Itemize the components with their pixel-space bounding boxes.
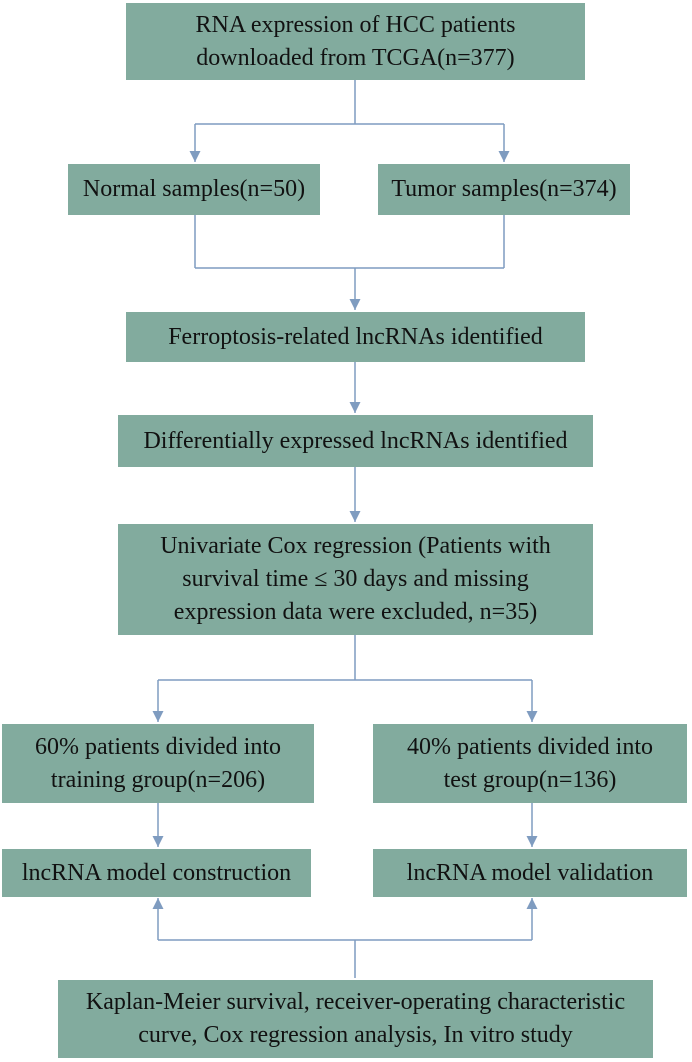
box-training-line1: 60% patients divided into [35,733,281,760]
box-cox-line2: survival time ≤ 30 days and missing [182,566,529,592]
box-tumor-samples: Tumor samples(n=374) [378,164,630,215]
connector-tcga-split [195,80,504,125]
box-model-validation: lncRNA model validation [373,849,687,897]
box-analysis-line2: curve, Cox regression analysis, In vitro… [138,1022,573,1048]
box-test-line1: 40% patients divided into [407,733,653,760]
box-normal-samples-label: Normal samples(n=50) [82,176,306,202]
box-tcga-line2: downloaded from TCGA(n=377) [196,44,515,71]
box-cox-line1: Univariate Cox regression (Patients with [160,533,551,559]
box-ferroptosis-label: Ferroptosis-related lncRNAs identified [168,323,543,350]
box-cox-regression: Univariate Cox regression (Patients with… [118,524,593,635]
connector-analysis-feedback [158,939,532,978]
box-model-construction-label: lncRNA model construction [21,859,292,886]
box-normal-samples: Normal samples(n=50) [68,164,320,215]
box-training-group: 60% patients divided into training group… [2,724,314,803]
connector-cox-split [158,635,532,681]
box-test-group: 40% patients divided into test group(n=1… [373,724,687,803]
box-analysis-line1: Kaplan-Meier survival, receiver-operatin… [85,989,626,1015]
box-training-line2: training group(n=206) [50,766,266,793]
box-model-construction: lncRNA model construction [2,849,311,897]
box-differential-label: Differentially expressed lncRNAs identif… [143,427,568,454]
box-test-line2: test group(n=136) [443,766,617,793]
box-ferroptosis: Ferroptosis-related lncRNAs identified [126,312,585,362]
box-model-validation-label: lncRNA model validation [406,859,654,886]
box-tcga: RNA expression of HCC patients downloade… [126,3,585,80]
box-tumor-samples-label: Tumor samples(n=374) [391,176,617,202]
box-differential: Differentially expressed lncRNAs identif… [118,415,593,467]
box-analysis: Kaplan-Meier survival, receiver-operatin… [58,980,653,1058]
connector-merge [194,215,505,269]
box-tcga-line1: RNA expression of HCC patients [195,11,516,38]
box-cox-line3: expression data were excluded, n=35) [173,599,538,625]
